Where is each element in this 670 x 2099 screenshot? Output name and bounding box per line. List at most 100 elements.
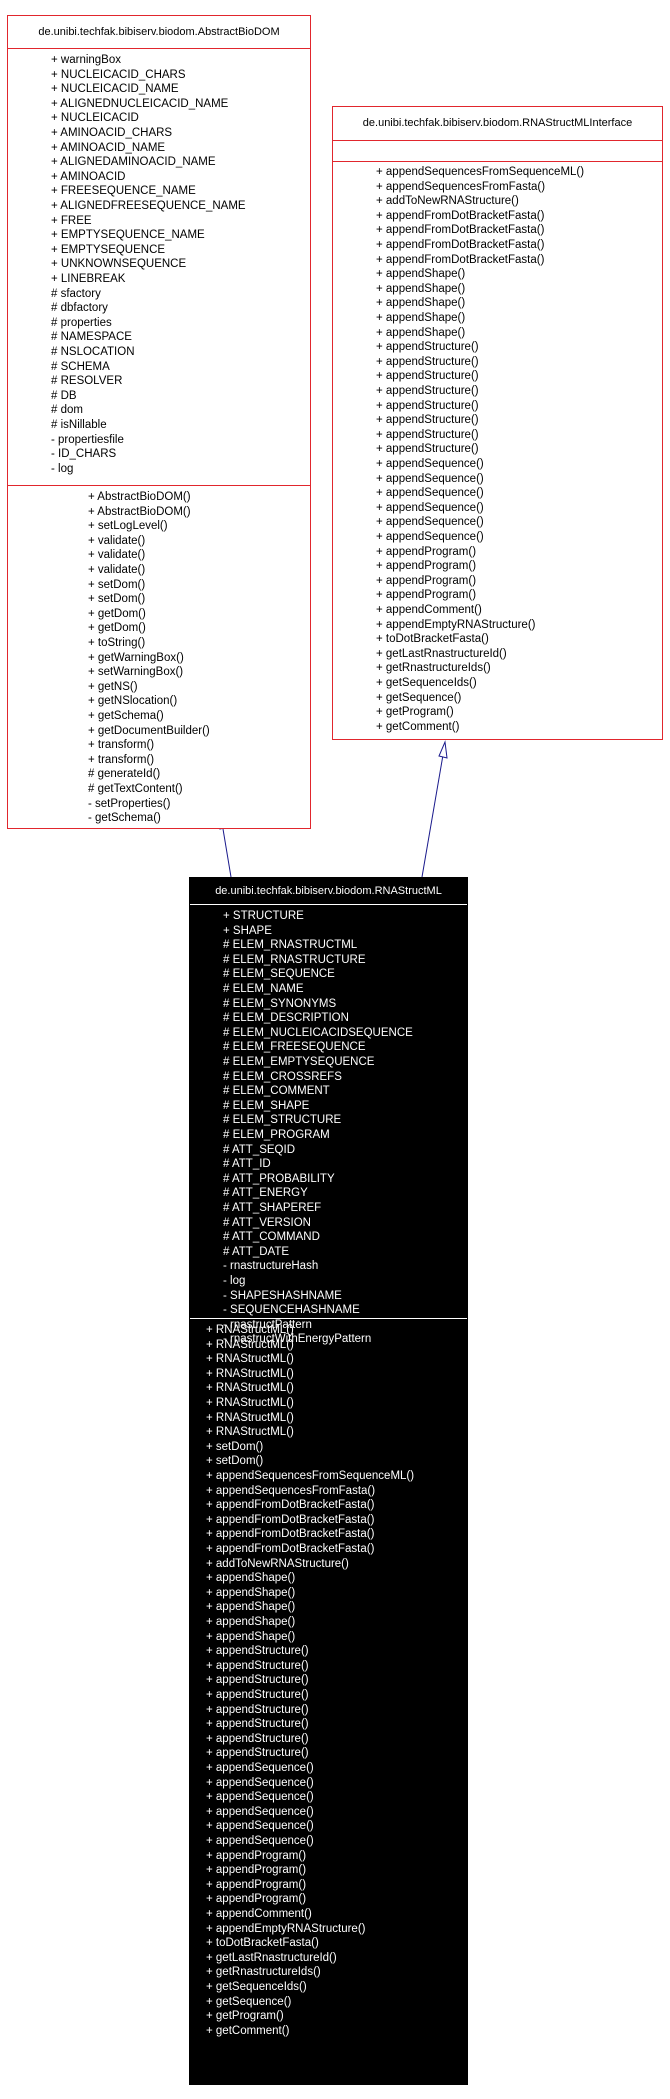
- class-name-rnastructml: de.unibi.techfak.bibiserv.biodom.RNAStru…: [215, 885, 442, 897]
- attribute-item: # RESOLVER: [51, 375, 123, 388]
- method-item: + toDotBracketFasta(): [206, 1937, 319, 1950]
- method-item: + appendFromDotBracketFasta(): [376, 253, 545, 266]
- attribute-item: + FREESEQUENCE_NAME: [51, 185, 196, 198]
- method-item: + appendStructure(): [206, 1747, 309, 1760]
- method-item: + validate(): [88, 534, 146, 547]
- method-item: + toString(): [88, 637, 146, 649]
- attribute-item: # NAMESPACE: [51, 331, 132, 344]
- method-item: # getTextContent(): [88, 783, 183, 795]
- method-item: # generateId(): [88, 768, 161, 781]
- method-item: + AbstractBioDOM(): [88, 505, 191, 518]
- method-item: + appendSequence(): [376, 458, 484, 470]
- method-item: + getSequence(): [376, 691, 462, 704]
- method-item: + RNAStructML(): [206, 1338, 294, 1351]
- divider: [190, 1318, 467, 1319]
- attribute-item: + NUCLEICACID_CHARS: [51, 68, 186, 81]
- interface-name-rnastructmlinterface: de.unibi.techfak.bibiserv.biodom.RNAStru…: [362, 117, 633, 129]
- attribute-item: + warningBox: [51, 54, 121, 66]
- attribute-item: - rnastructWithEnergyPattern: [223, 1333, 372, 1346]
- method-item: - getSchema(): [88, 812, 161, 825]
- method-item: + getLastRnastructureId(): [206, 1951, 337, 1964]
- method-list-rnastructml: + RNAStructML()+ RNAStructML()+ RNAStruc…: [190, 1319, 467, 2079]
- attribute-item: # ELEM_STRUCTURE: [223, 1114, 342, 1127]
- attribute-item: # isNillable: [51, 419, 107, 431]
- method-item: + appendSequence(): [376, 472, 484, 485]
- attribute-item: - SEQUENCEHASHNAME: [223, 1304, 360, 1317]
- method-item: + appendStructure(): [376, 414, 479, 427]
- method-item: + getRnastructureIds(): [376, 662, 491, 675]
- attribute-item: - rnastructPattern: [223, 1318, 312, 1331]
- method-item: + appendStructure(): [206, 1703, 309, 1716]
- attribute-item: + NUCLEICACID: [51, 112, 139, 125]
- attribute-item: # ELEM_SEQUENCE: [223, 968, 335, 981]
- method-item: + appendFromDotBracketFasta(): [206, 1528, 375, 1541]
- method-item: + appendShape(): [376, 268, 466, 281]
- attribute-item: # ELEM_RNASTRUCTML: [223, 939, 358, 952]
- attribute-item: # ELEM_NUCLEICACIDSEQUENCE: [223, 1026, 413, 1039]
- method-item: + getDocumentBuilder(): [88, 724, 210, 737]
- method-item: + appendComment(): [206, 1908, 312, 1920]
- method-item: + RNAStructML(): [206, 1411, 294, 1424]
- attribute-item: # ELEM_RNASTRUCTURE: [223, 953, 366, 966]
- method-item: + validate(): [88, 564, 146, 576]
- divider: [333, 140, 662, 141]
- interface-box-rnastructmlinterface[interactable]: de.unibi.techfak.bibiserv.biodom.RNAStru…: [332, 106, 663, 740]
- attribute-item: # ELEM_SYNONYMS: [223, 997, 337, 1010]
- method-item: + appendStructure(): [376, 399, 479, 412]
- method-item: + appendShape(): [376, 312, 466, 324]
- method-item: + appendSequence(): [376, 531, 484, 543]
- method-item: + getDom(): [88, 622, 146, 635]
- attribute-item: + UNKNOWNSEQUENCE: [51, 258, 187, 271]
- method-item: + setDom(): [206, 1440, 264, 1453]
- method-item: + appendSequencesFromSequenceML(): [376, 166, 585, 178]
- method-item: + appendSequence(): [206, 1762, 314, 1774]
- method-item: + appendStructure(): [206, 1659, 309, 1672]
- attribute-item: # ATT_ID: [223, 1158, 271, 1171]
- method-item: + getRnastructureIds(): [206, 1966, 321, 1979]
- method-item: + getNS(): [88, 680, 138, 693]
- attribute-item: # ELEM_DESCRIPTION: [223, 1012, 349, 1025]
- attribute-item: # ATT_COMMAND: [223, 1231, 320, 1244]
- method-list-rnastructmlinterface: + appendSequencesFromSequenceML() + appen…: [333, 162, 662, 736]
- attribute-item: # ATT_DATE: [223, 1245, 290, 1258]
- method-item: + getComment(): [376, 720, 460, 733]
- method-item: + getNSlocation(): [88, 695, 178, 708]
- attribute-item: # ATT_SHAPEREF: [223, 1202, 322, 1214]
- class-box-abstractbiodom[interactable]: de.unibi.techfak.bibiserv.biodom.Abstrac…: [7, 15, 311, 829]
- method-item: + setWarningBox(): [88, 666, 184, 679]
- attribute-item: # dbfactory: [51, 302, 108, 315]
- method-item: + appendFromDotBracketFasta(): [376, 209, 545, 222]
- attribute-item: - rnastructureHash: [223, 1260, 319, 1273]
- attribute-item: # ELEM_FREESEQUENCE: [223, 1041, 366, 1054]
- method-item: + appendFromDotBracketFasta(): [206, 1513, 375, 1526]
- method-item: + appendProgram(): [376, 574, 477, 587]
- generalization-line-to-abstract: [222, 828, 232, 878]
- attribute-item: # ELEM_NAME: [223, 983, 304, 995]
- attribute-item: # properties: [51, 316, 112, 329]
- method-item: + appendSequencesFromFasta(): [206, 1484, 376, 1497]
- attribute-item: - log: [223, 1275, 246, 1287]
- method-item: + getSequenceIds(): [206, 1981, 307, 1993]
- attribute-item: + STRUCTURE: [223, 910, 304, 922]
- method-item: + appendSequence(): [206, 1805, 314, 1818]
- method-item: + appendProgram(): [206, 1864, 307, 1877]
- attribute-item: + ALIGNEDAMINOACID_NAME: [51, 156, 216, 169]
- method-item: + RNAStructML(): [206, 1367, 294, 1380]
- class-box-rnastructml[interactable]: de.unibi.techfak.bibiserv.biodom.RNAStru…: [189, 877, 468, 2085]
- divider: [190, 904, 467, 905]
- method-item: + RNAStructML(): [206, 1353, 294, 1366]
- method-item: + getSchema(): [88, 710, 164, 722]
- method-item: + appendProgram(): [376, 545, 477, 558]
- method-item: + RNAStructML(): [206, 1324, 294, 1336]
- attribute-list-rnastructmlinterface: [333, 141, 662, 161]
- method-item: + appendShape(): [376, 326, 466, 339]
- attribute-item: + EMPTYSEQUENCE_NAME: [51, 229, 205, 242]
- method-item: + getLastRnastructureId(): [376, 647, 507, 660]
- attribute-item: + AMINOACID_CHARS: [51, 127, 173, 139]
- method-item: + appendShape(): [206, 1601, 296, 1614]
- attribute-item: # DB: [51, 389, 77, 402]
- method-item: + appendProgram(): [206, 1849, 307, 1862]
- method-item: + appendFromDotBracketFasta(): [206, 1543, 375, 1555]
- attribute-item: # ELEM_EMPTYSEQUENCE: [223, 1056, 375, 1068]
- attribute-item: # ATT_SEQID: [223, 1143, 296, 1156]
